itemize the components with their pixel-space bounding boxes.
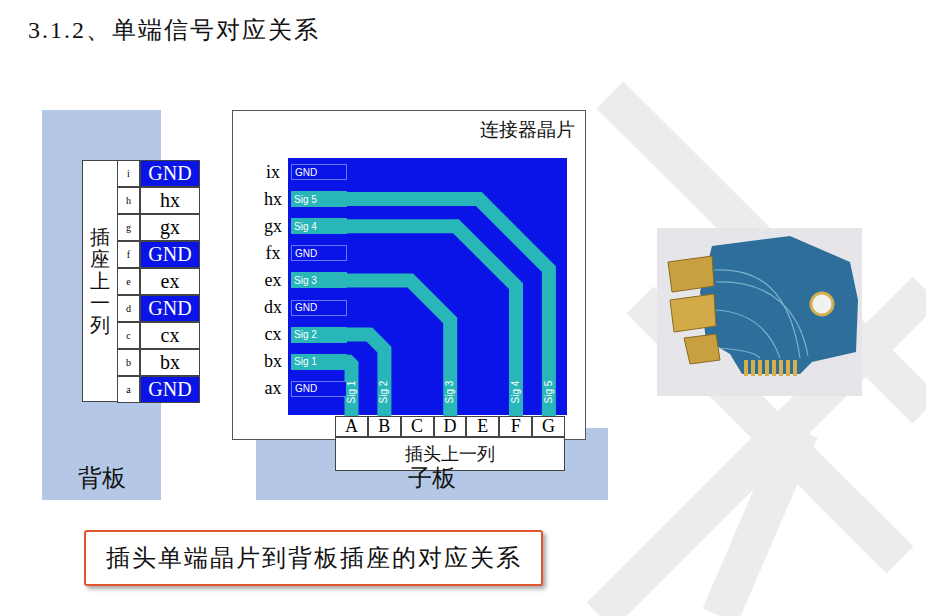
wafer-pin-name: ax — [258, 378, 288, 400]
plug-pin-letter: B — [368, 416, 401, 437]
socket-row-letter: h — [117, 187, 140, 214]
plug-pin-letter: E — [466, 416, 499, 437]
socket-row-letter: e — [117, 268, 140, 295]
wafer-pin-name: hx — [258, 188, 288, 210]
wafer-pad-name: GND — [291, 245, 347, 261]
socket-row-letter: i — [117, 160, 140, 187]
trace-signal-name: Sig 3 — [444, 379, 456, 406]
signal-trace — [346, 199, 549, 416]
socket-pin-name: gx — [140, 214, 200, 241]
socket-pin-name: hx — [140, 187, 200, 214]
socket-pin-name: GND — [140, 241, 200, 268]
socket-pin-name: bx — [140, 349, 200, 376]
wafer-pin-name: gx — [258, 215, 288, 237]
figure-caption: 插头单端晶片到背板插座的对应关系 — [84, 530, 543, 586]
wafer-pad-name: Sig 4 — [291, 218, 347, 234]
signal-trace — [346, 280, 450, 416]
connector-photo — [657, 228, 862, 396]
gold-finger — [684, 334, 720, 364]
socket-pin-name: cx — [140, 322, 200, 349]
trace-signal-name: Sig 5 — [543, 379, 555, 406]
socket-row-letter: d — [117, 295, 140, 322]
socket-row-letter: b — [117, 349, 140, 376]
wafer-pad-name: GND — [291, 164, 347, 180]
socket-pin-name: ex — [140, 268, 200, 295]
socket-row-letter: c — [117, 322, 140, 349]
photo-ground — [657, 228, 862, 396]
wafer-pad-name: Sig 3 — [291, 272, 347, 288]
pcb-traces — [714, 270, 808, 358]
node-label: 背板 — [78, 462, 126, 494]
plug-pin-letter: G — [532, 416, 565, 437]
socket-pin-name: GND — [140, 295, 200, 322]
watermark — [600, 95, 926, 616]
gold-finger — [670, 294, 716, 332]
node-label: 子板 — [408, 462, 456, 494]
socket-pin-name: GND — [140, 160, 200, 187]
wafer-ground-plane — [288, 158, 567, 415]
socket-pin-name: GND — [140, 376, 200, 403]
trace-signal-name: Sig 2 — [378, 379, 390, 406]
node-label: 连接器晶片 — [480, 117, 575, 143]
plug-column-box: 插头上一列 — [335, 437, 565, 471]
plug-pin-letter: A — [335, 416, 368, 437]
wafer-pin-name: fx — [258, 242, 288, 264]
signal-trace — [346, 226, 516, 416]
gold-pins — [744, 360, 797, 376]
socket-row-letter: g — [117, 214, 140, 241]
socket-row-letter: f — [117, 241, 140, 268]
plug-pin-letter: D — [434, 416, 467, 437]
wafer-pin-name: ex — [258, 269, 288, 291]
plug-pin-letter: F — [499, 416, 532, 437]
mounting-hole — [811, 293, 833, 315]
trace-signal-name: Sig 4 — [510, 379, 522, 406]
node-label: 插头上一列 — [405, 442, 495, 466]
plug-pin-letter: C — [401, 416, 434, 437]
wafer-pad-name: Sig 1 — [291, 354, 347, 370]
wafer-pin-name: bx — [258, 351, 288, 373]
wafer-pad-name: GND — [291, 381, 347, 397]
wafer-pad-name: Sig 5 — [291, 191, 347, 207]
pcb-board — [700, 236, 858, 374]
trace-signal-name: Sig 1 — [346, 379, 358, 406]
slide-title: 3.1.2、单端信号对应关系 — [28, 14, 320, 46]
wafer-pad-name: Sig 2 — [291, 327, 347, 343]
wafer-pin-name: cx — [258, 324, 288, 346]
wafer-pin-name: dx — [258, 297, 288, 319]
gold-finger — [668, 256, 714, 292]
wafer-pin-name: ix — [258, 161, 288, 183]
node-label: 插座上一列 — [90, 226, 110, 336]
socket-row-letter: a — [117, 376, 140, 403]
wafer-pad-name: GND — [291, 300, 347, 316]
